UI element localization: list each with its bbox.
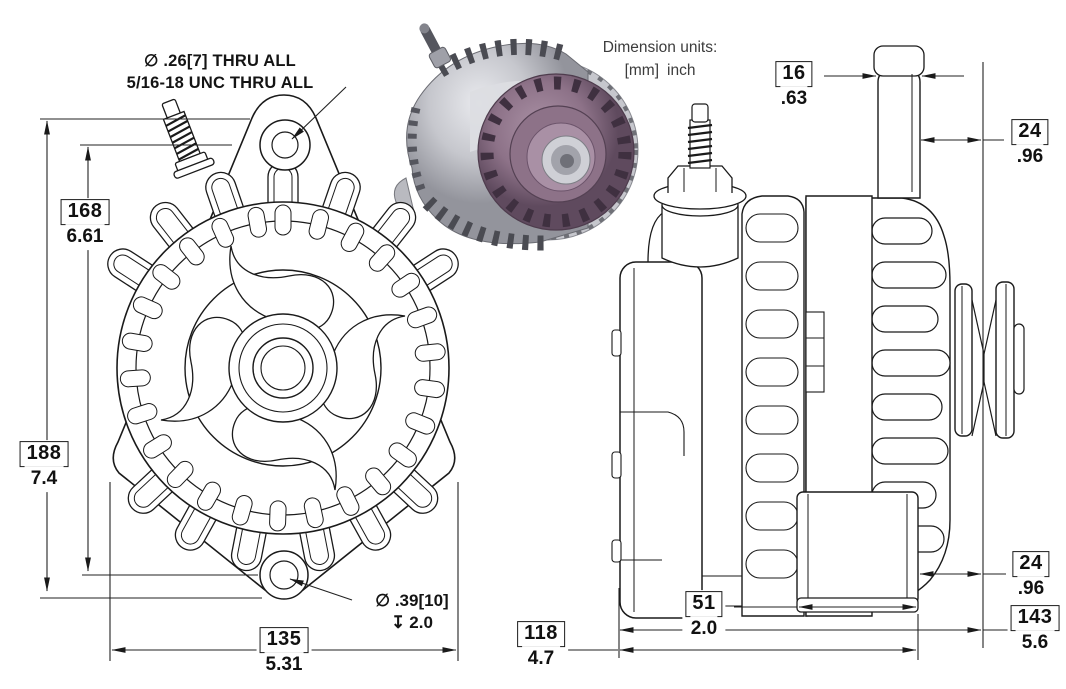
thread-callout-line2: 5/16-18 UNC THRU ALL [126, 74, 314, 93]
counterbore-callout: ∅ .39[10] ↧2.0 [373, 590, 451, 635]
dim-mm-value: 51 [685, 591, 723, 618]
dim-overall-width: 135 5.31 [256, 626, 312, 678]
counterbore-depth: 2.0 [409, 613, 433, 633]
thread-callout-line1: ∅ .26[7] THRU ALL [144, 52, 296, 70]
thread-leader-line [291, 86, 347, 140]
dim-inch-value: .63 [780, 88, 808, 110]
dim-inch-value: 4.7 [527, 648, 555, 670]
depth-symbol-icon: ↧ [391, 613, 406, 633]
counterbore-leader-line [289, 578, 353, 601]
dim-inch-value: 6.61 [66, 226, 104, 248]
dim-ear-to-pulley-center: 24 .96 [1008, 118, 1052, 170]
dim-inch-value: 5.31 [265, 654, 303, 676]
dim-mm-value: 168 [60, 199, 110, 226]
dim-case-to-pulley-center: 24 .96 [1009, 550, 1053, 602]
alternator-3d-render [393, 23, 639, 251]
dim-mm-value: 118 [517, 621, 565, 648]
units-note-title: Dimension units: [602, 39, 718, 56]
dim-mm-value: 135 [259, 627, 309, 654]
dim-mm-value: 143 [1010, 605, 1060, 632]
dim-mm-value: 24 [1012, 551, 1050, 578]
dim-inch-value: .96 [1017, 578, 1045, 600]
dim-inch-value: 2.0 [690, 618, 718, 640]
dim-body-length: 118 4.7 [514, 620, 568, 672]
dim-ear-width: 16 .63 [772, 60, 816, 112]
dim-inch-value: 5.6 [1021, 632, 1049, 654]
units-note: Dimension units: [mm] inch [575, 36, 745, 83]
units-mm-label: [mm] [624, 62, 659, 80]
counterbore-diameter: ∅ .39[10] [375, 591, 449, 610]
side-view-drawing [611, 45, 1025, 619]
front-view-drawing [101, 94, 465, 600]
render-stud [419, 23, 452, 69]
dim-inch-value: 7.4 [30, 468, 58, 490]
dim-inch-value: .96 [1016, 146, 1044, 168]
units-inch-label: inch [667, 62, 696, 80]
dim-foot-width: 51 2.0 [682, 590, 726, 642]
dim-mm-value: 188 [19, 441, 69, 468]
dim-mm-value: 16 [775, 61, 813, 88]
dim-bolt-hole-spacing: 168 6.61 [57, 198, 113, 250]
dim-mm-value: 24 [1011, 119, 1049, 146]
thread-callout: ∅ .26[7] THRU ALL 5/16-18 UNC THRU ALL [100, 50, 340, 95]
dim-overall-height: 188 7.4 [16, 440, 72, 492]
dim-overall-length: 143 5.6 [1007, 604, 1063, 656]
